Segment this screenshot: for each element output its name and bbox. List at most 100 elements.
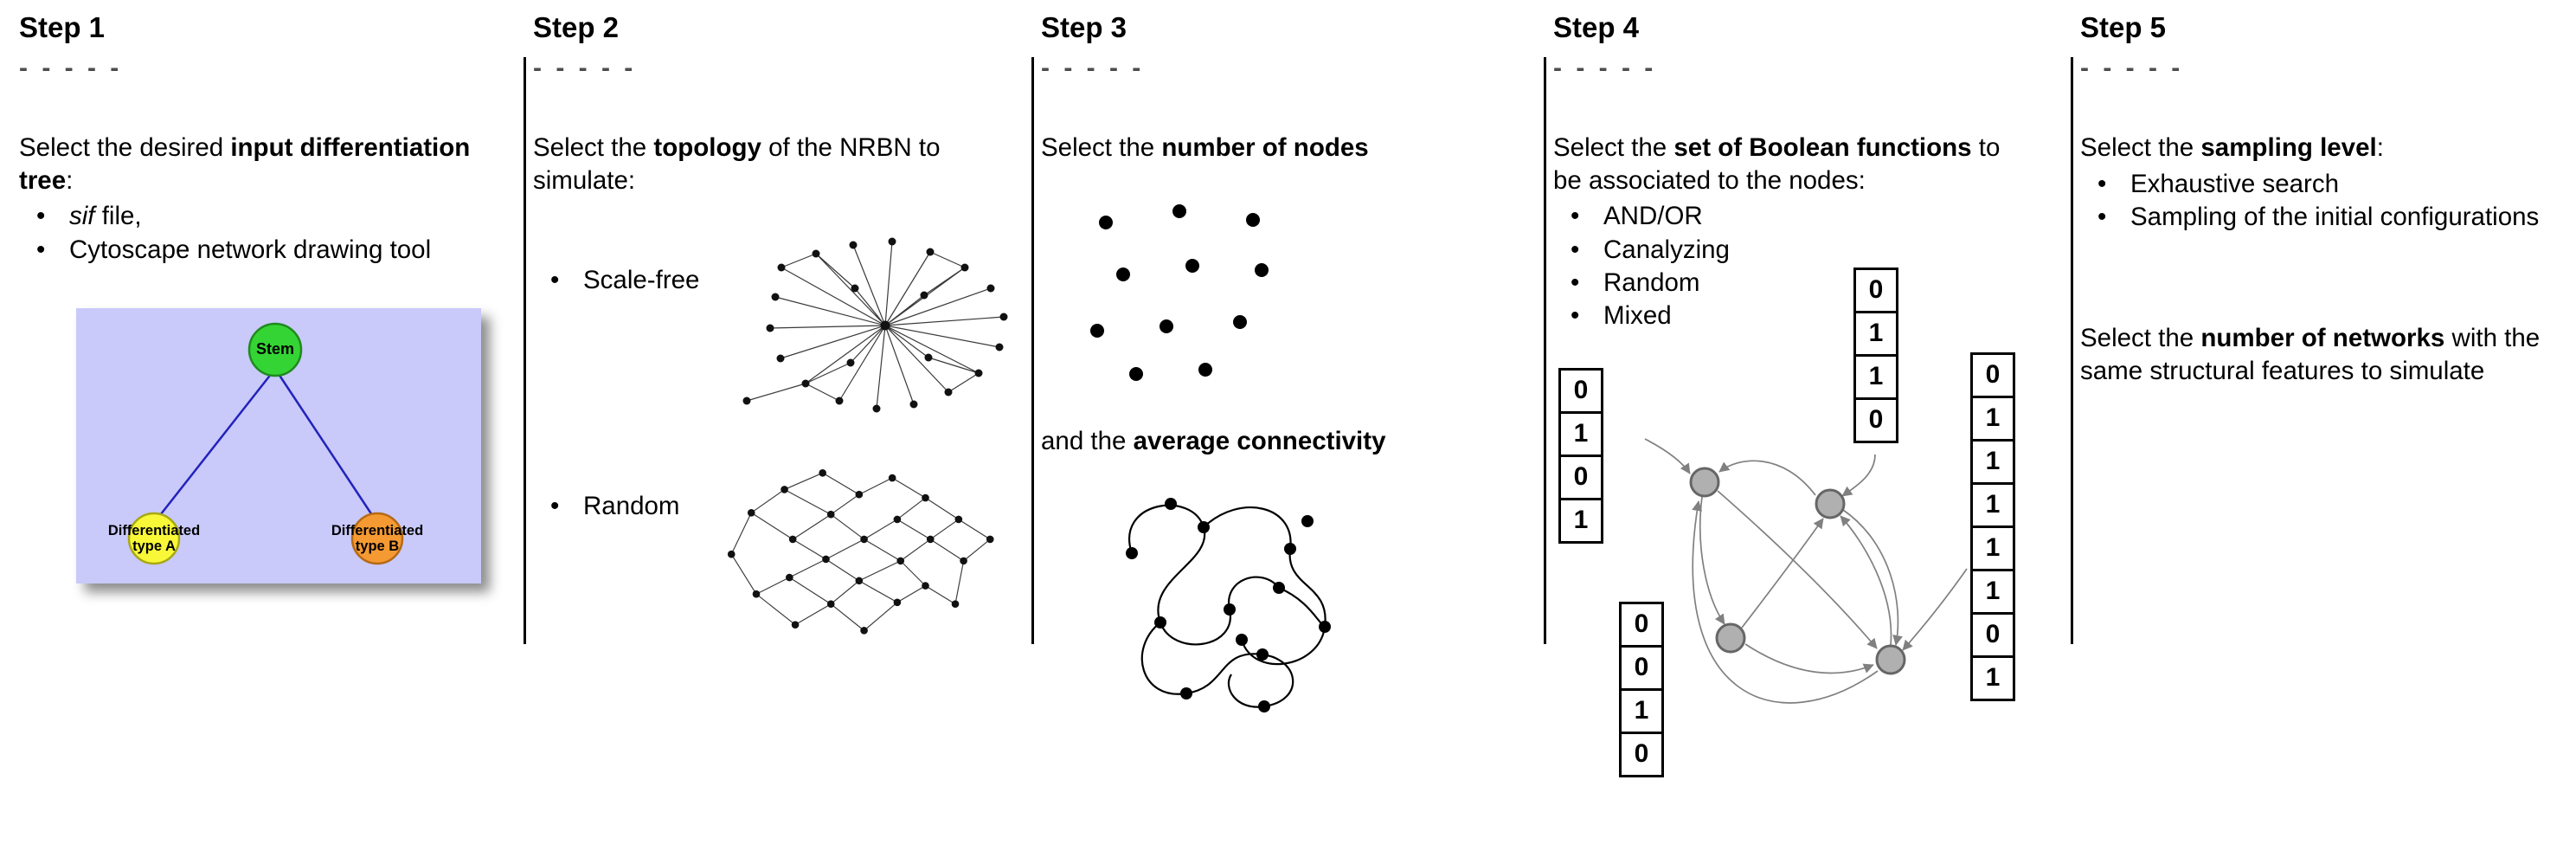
bullet-cytoscape: Cytoscape network drawing tool — [19, 234, 486, 268]
step-1-instruction: Select the desired input differentiation… — [19, 132, 491, 197]
truth-table-cell: 1 — [1970, 568, 2015, 615]
boolean-graph-edges — [1644, 437, 1968, 704]
instruction-text: Select the desired — [19, 133, 231, 163]
step-5-instruction: Select the sampling level: — [2080, 132, 2552, 164]
column-divider — [2071, 57, 2073, 644]
step-3-title: Step 3 — [1041, 11, 1127, 43]
truth-table-cell: 0 — [1970, 351, 2015, 398]
dashed-separator: - - - - - — [19, 54, 123, 83]
instruction-text: Select the — [2080, 324, 2201, 353]
truth-table-cell: 0 — [1619, 601, 1664, 648]
step-1-title: Step 1 — [19, 11, 106, 43]
nodes-dots-figure — [1090, 203, 1269, 381]
instruction-bold: number of networks — [2200, 324, 2445, 353]
truth-table-cell: 1 — [1970, 395, 2015, 442]
bullet-text: Exhaustive search — [2130, 169, 2340, 198]
bullet-and-or: AND/OR — [1553, 200, 2020, 234]
scale-free-network-figure — [742, 237, 1008, 413]
truth-table-bottom-left: 0 0 1 0 — [1619, 601, 1664, 777]
truth-table-cell: 0 — [1853, 396, 1898, 443]
differentiation-tree-svg — [76, 307, 481, 583]
truth-table-cell: 1 — [1970, 654, 2015, 701]
differentiated-type-a-node — [127, 512, 181, 565]
truth-table-cell: 1 — [1853, 353, 1898, 400]
truth-table-cell: 1 — [1853, 310, 1898, 357]
truth-table-cell: 0 — [1558, 367, 1603, 414]
connectivity-network-figure — [1126, 498, 1331, 713]
scale-free-edges — [746, 242, 1005, 409]
instruction-text: : — [2376, 133, 2384, 163]
instruction-text: of the NRBN to simulate: — [533, 133, 941, 195]
bullet-mixed: Mixed — [1553, 300, 2020, 333]
bullet-text: Cytoscape network drawing tool — [69, 235, 432, 264]
bullet-text: Mixed — [1603, 301, 1672, 331]
boolean-node — [1715, 622, 1746, 654]
sif-italic: sif — [69, 202, 95, 231]
bullet-sif-file: sif file, — [19, 200, 486, 234]
truth-table-cell: 1 — [1619, 687, 1664, 734]
bullet-text: Random — [1603, 268, 1700, 297]
random-nodes — [727, 469, 994, 635]
bullet-scale-free: Scale-free — [533, 266, 716, 295]
scale-free-nodes — [742, 237, 1008, 413]
truth-table-right: 0 1 1 1 1 1 0 1 — [1970, 351, 2015, 701]
truth-table-cell: 0 — [1853, 267, 1898, 313]
dashed-separator: - - - - - — [1041, 54, 1145, 83]
dashed-separator: - - - - - — [533, 54, 637, 83]
boolean-node — [1815, 488, 1846, 519]
type-b-label-line2: type B — [355, 538, 400, 555]
step-3-instruction: Select the number of nodes — [1041, 132, 1513, 164]
instruction-text: and the — [1041, 426, 1134, 455]
bullet-text: Canalyzing — [1603, 235, 1730, 264]
step-2-title: Step 2 — [533, 11, 620, 43]
boolean-graph-svg — [1644, 437, 1968, 704]
type-a-label-line1: Differentiated — [107, 522, 201, 538]
instruction-bold: average connectivity — [1133, 426, 1386, 455]
boolean-node — [1689, 467, 1720, 498]
random-edges — [730, 472, 991, 632]
step-4-column: Step 4 - - - - - Select the set of Boole… — [1553, 11, 2064, 851]
bullet-text: AND/OR — [1603, 202, 1703, 231]
truth-table-cell: 1 — [1970, 525, 2015, 571]
instruction-text: Select the — [1041, 133, 1162, 163]
random-row: Random — [533, 450, 1025, 667]
differentiated-type-b-node — [350, 512, 404, 565]
truth-table-cell: 1 — [1970, 481, 2015, 528]
truth-table-top: 0 1 1 0 — [1853, 267, 1898, 443]
connectivity-nodes — [1126, 498, 1331, 713]
truth-table-left: 0 1 0 1 — [1558, 367, 1603, 544]
instruction-bold: sampling level — [2200, 133, 2377, 163]
truth-table-cell: 1 — [1970, 438, 2015, 485]
step-3-column: Step 3 - - - - - Select the number of no… — [1041, 11, 1537, 851]
column-divider — [1544, 57, 1546, 644]
bullet-random-functions: Random — [1553, 267, 2020, 300]
random-network-figure — [727, 469, 994, 635]
truth-table-cell: 0 — [1970, 611, 2015, 658]
step-4-title: Step 4 — [1553, 11, 1640, 43]
instruction-text: to be associated to the nodes: — [1553, 133, 2001, 195]
truth-table-cell: 1 — [1558, 497, 1603, 544]
instruction-text: : — [66, 165, 74, 195]
stem-node — [247, 322, 303, 377]
instruction-bold: number of nodes — [1161, 133, 1369, 163]
bullet-sampling-initial-configurations: Sampling of the initial configurations — [2080, 201, 2547, 235]
scale-free-row: Scale-free — [533, 235, 1025, 438]
step-5-title: Step 5 — [2080, 11, 2167, 43]
bullet-text: file, — [94, 202, 142, 231]
tree-edge-right — [273, 368, 379, 524]
column-divider — [1031, 57, 1034, 644]
tree-edge-left — [153, 368, 276, 524]
instruction-bold: set of Boolean functions — [1673, 133, 1972, 163]
step-5-column: Step 5 - - - - - Select the sampling lev… — [2080, 11, 2565, 851]
node-dots — [1090, 203, 1269, 381]
step-5-instruction-2: Select the number of networks with the s… — [2080, 322, 2552, 387]
instruction-text: Select the — [533, 133, 654, 163]
bullet-random: Random — [533, 492, 716, 521]
instruction-bold: input differentiation tree — [19, 133, 471, 195]
type-a-label-line2: type A — [132, 538, 176, 555]
step-3-instruction-2: and the average connectivity — [1041, 425, 1513, 457]
stem-label: Stem — [255, 339, 294, 358]
